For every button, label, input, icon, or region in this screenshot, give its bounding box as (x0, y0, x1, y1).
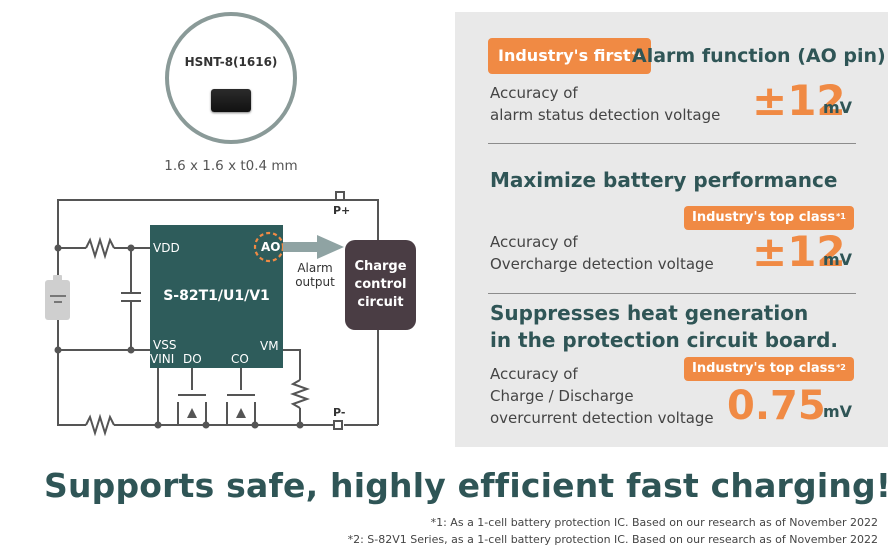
charge-control-box (345, 240, 416, 330)
charge-control-label: Charge control circuit (354, 259, 407, 310)
circuit-diagram (45, 191, 416, 437)
vdd-pin-label: VDD (153, 241, 180, 255)
feature2-desc: Accuracy of Overcharge detection voltage (490, 233, 714, 273)
feature2-title: Maximize battery performance (490, 168, 838, 192)
p-plus-terminal (335, 191, 345, 201)
do-pin-label: DO (183, 352, 202, 366)
vini-pin-label: VINI (150, 352, 175, 366)
feature3-badge: Industry's top class*2 (684, 357, 854, 381)
ic-name: S-82T1/U1/V1 (163, 288, 270, 304)
alarm-arrow-icon (317, 235, 344, 259)
feature2-badge: Industry's top class*1 (684, 206, 854, 230)
ic-body (150, 225, 283, 368)
feature1-title: Alarm function (AO pin) (632, 45, 886, 67)
alarm-output-label: Alarm output (295, 261, 335, 289)
package-name: HSNT-8(1616) (184, 55, 278, 69)
feature3-value: 0.75 (727, 383, 826, 429)
battery-icon (45, 275, 70, 320)
p-plus-label: P+ (333, 204, 351, 217)
chip-image (211, 89, 251, 112)
vss-pin-label: VSS (153, 338, 177, 352)
feature1-value: ±12 (752, 76, 846, 125)
junction-dots (54, 244, 304, 429)
headline: Supports safe, highly efficient fast cha… (44, 466, 888, 505)
p-minus-label: P- (333, 406, 346, 419)
feature1-desc: Accuracy of alarm status detection volta… (490, 84, 721, 124)
do-fet-icon (187, 408, 197, 418)
footnote-1: *1: As a 1-cell battery protection IC. B… (430, 516, 878, 529)
feature1-unit: mV (823, 98, 853, 117)
alarm-arrow-shaft (283, 242, 318, 252)
package-badge (165, 12, 297, 144)
feature3-desc: Accuracy of Charge / Discharge overcurre… (490, 365, 714, 427)
divider (488, 143, 856, 144)
feature2-unit: mV (823, 250, 853, 269)
feature1-badge: Industry's first*1 (488, 38, 652, 74)
ao-pin-label: AO (261, 240, 281, 254)
package-size: 1.6 x 1.6 x t0.4 mm (164, 158, 298, 174)
feature2-value: ±12 (752, 227, 846, 276)
divider (488, 293, 856, 294)
feature3-title: Suppresses heat generation in the protec… (490, 301, 839, 352)
footnote-2: *2: S-82V1 Series, as a 1-cell battery p… (347, 533, 878, 546)
feature3-unit: mV (823, 402, 853, 421)
p-minus-terminal (333, 420, 343, 430)
co-fet-icon (236, 408, 246, 418)
vm-pin-label: VM (260, 339, 279, 353)
co-pin-label: CO (231, 352, 249, 366)
